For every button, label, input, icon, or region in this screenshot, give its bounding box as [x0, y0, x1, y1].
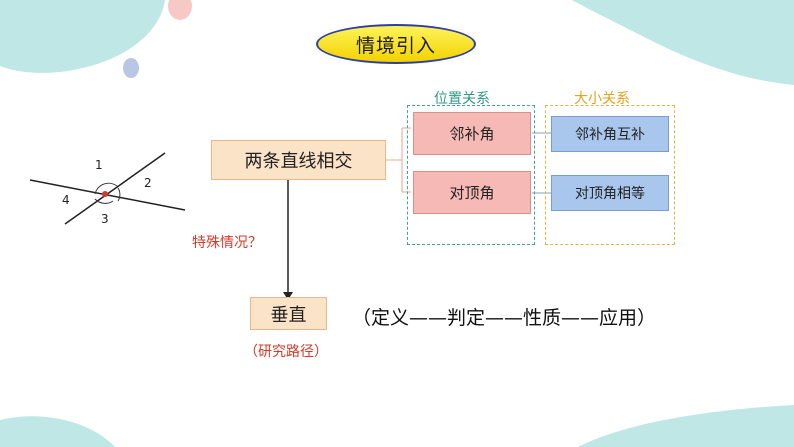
angle-label-4: 4 — [62, 193, 70, 207]
supplementary-equal-box: 邻补角互补 — [551, 116, 669, 152]
intersecting-lines-figure — [29, 152, 186, 225]
position-relation-header: 位置关系 — [434, 91, 490, 107]
size-relation-group — [545, 105, 675, 245]
perpendicular-box: 垂直 — [250, 297, 327, 330]
vertical-angles-equal-box: 对顶角相等 — [551, 175, 669, 211]
research-path-steps: （定义——判定——性质——应用） — [352, 307, 657, 329]
vertical-angles-box: 对顶角 — [413, 171, 531, 214]
line-diagonal — [64, 152, 166, 225]
intersection-point — [102, 191, 108, 197]
research-path-label: （研究路径） — [244, 344, 328, 360]
angle-label-3: 3 — [101, 212, 109, 226]
position-relation-group — [407, 105, 535, 245]
angle-label-2: 2 — [144, 176, 152, 190]
special-case-label: 特殊情况？ — [192, 235, 262, 251]
size-relation-header: 大小关系 — [574, 91, 630, 107]
adjacent-supplementary-box: 邻补角 — [413, 112, 531, 155]
main-concept-box: 两条直线相交 — [211, 140, 386, 180]
section-title: 情境引入 — [316, 24, 476, 64]
angle-label-1: 1 — [95, 158, 103, 172]
